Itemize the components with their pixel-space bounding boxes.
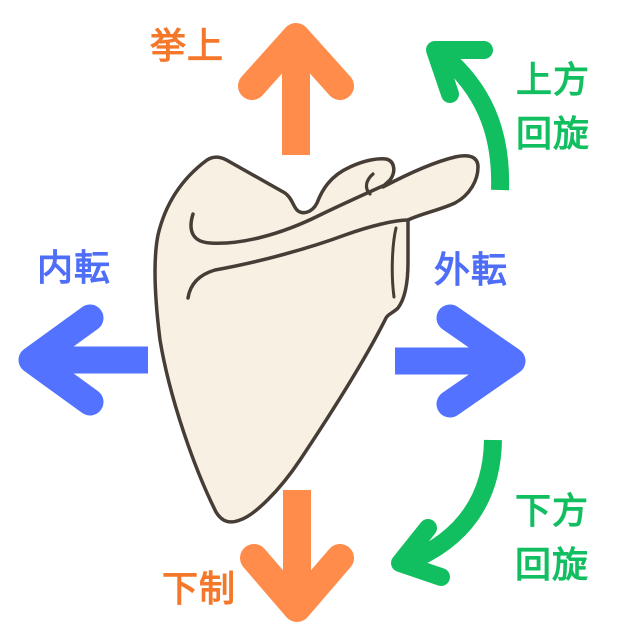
depression-arrow-icon — [240, 490, 354, 622]
upward-rotation-label-line1: 上方 — [516, 60, 591, 101]
spine-lower-line — [186, 218, 410, 300]
upward-rotation-label: 上方 回旋 — [516, 63, 590, 171]
abduction-arrow-icon — [395, 304, 526, 418]
upward-rotation-arrow-icon — [426, 41, 510, 191]
spine-upper-line — [189, 183, 387, 245]
coracoid-hook-line — [364, 172, 375, 196]
downward-rotation-label: 下方 回旋 — [515, 494, 589, 602]
scapula-illustration — [153, 154, 480, 524]
downward-rotation-label-line2: 回旋 — [515, 545, 590, 586]
depression-label: 下制 — [162, 569, 237, 610]
glenoid-line — [390, 226, 398, 299]
scapula-outline — [153, 154, 480, 524]
upward-rotation-label-line2: 回旋 — [516, 114, 591, 155]
downward-rotation-arrow-icon — [391, 439, 502, 586]
adduction-arrow-icon — [18, 304, 148, 416]
abduction-label: 外転 — [434, 250, 509, 291]
elevation-arrow-icon — [238, 23, 354, 155]
downward-rotation-label-line1: 下方 — [515, 491, 590, 532]
elevation-label: 挙上 — [150, 26, 225, 67]
adduction-label: 内転 — [37, 248, 112, 289]
